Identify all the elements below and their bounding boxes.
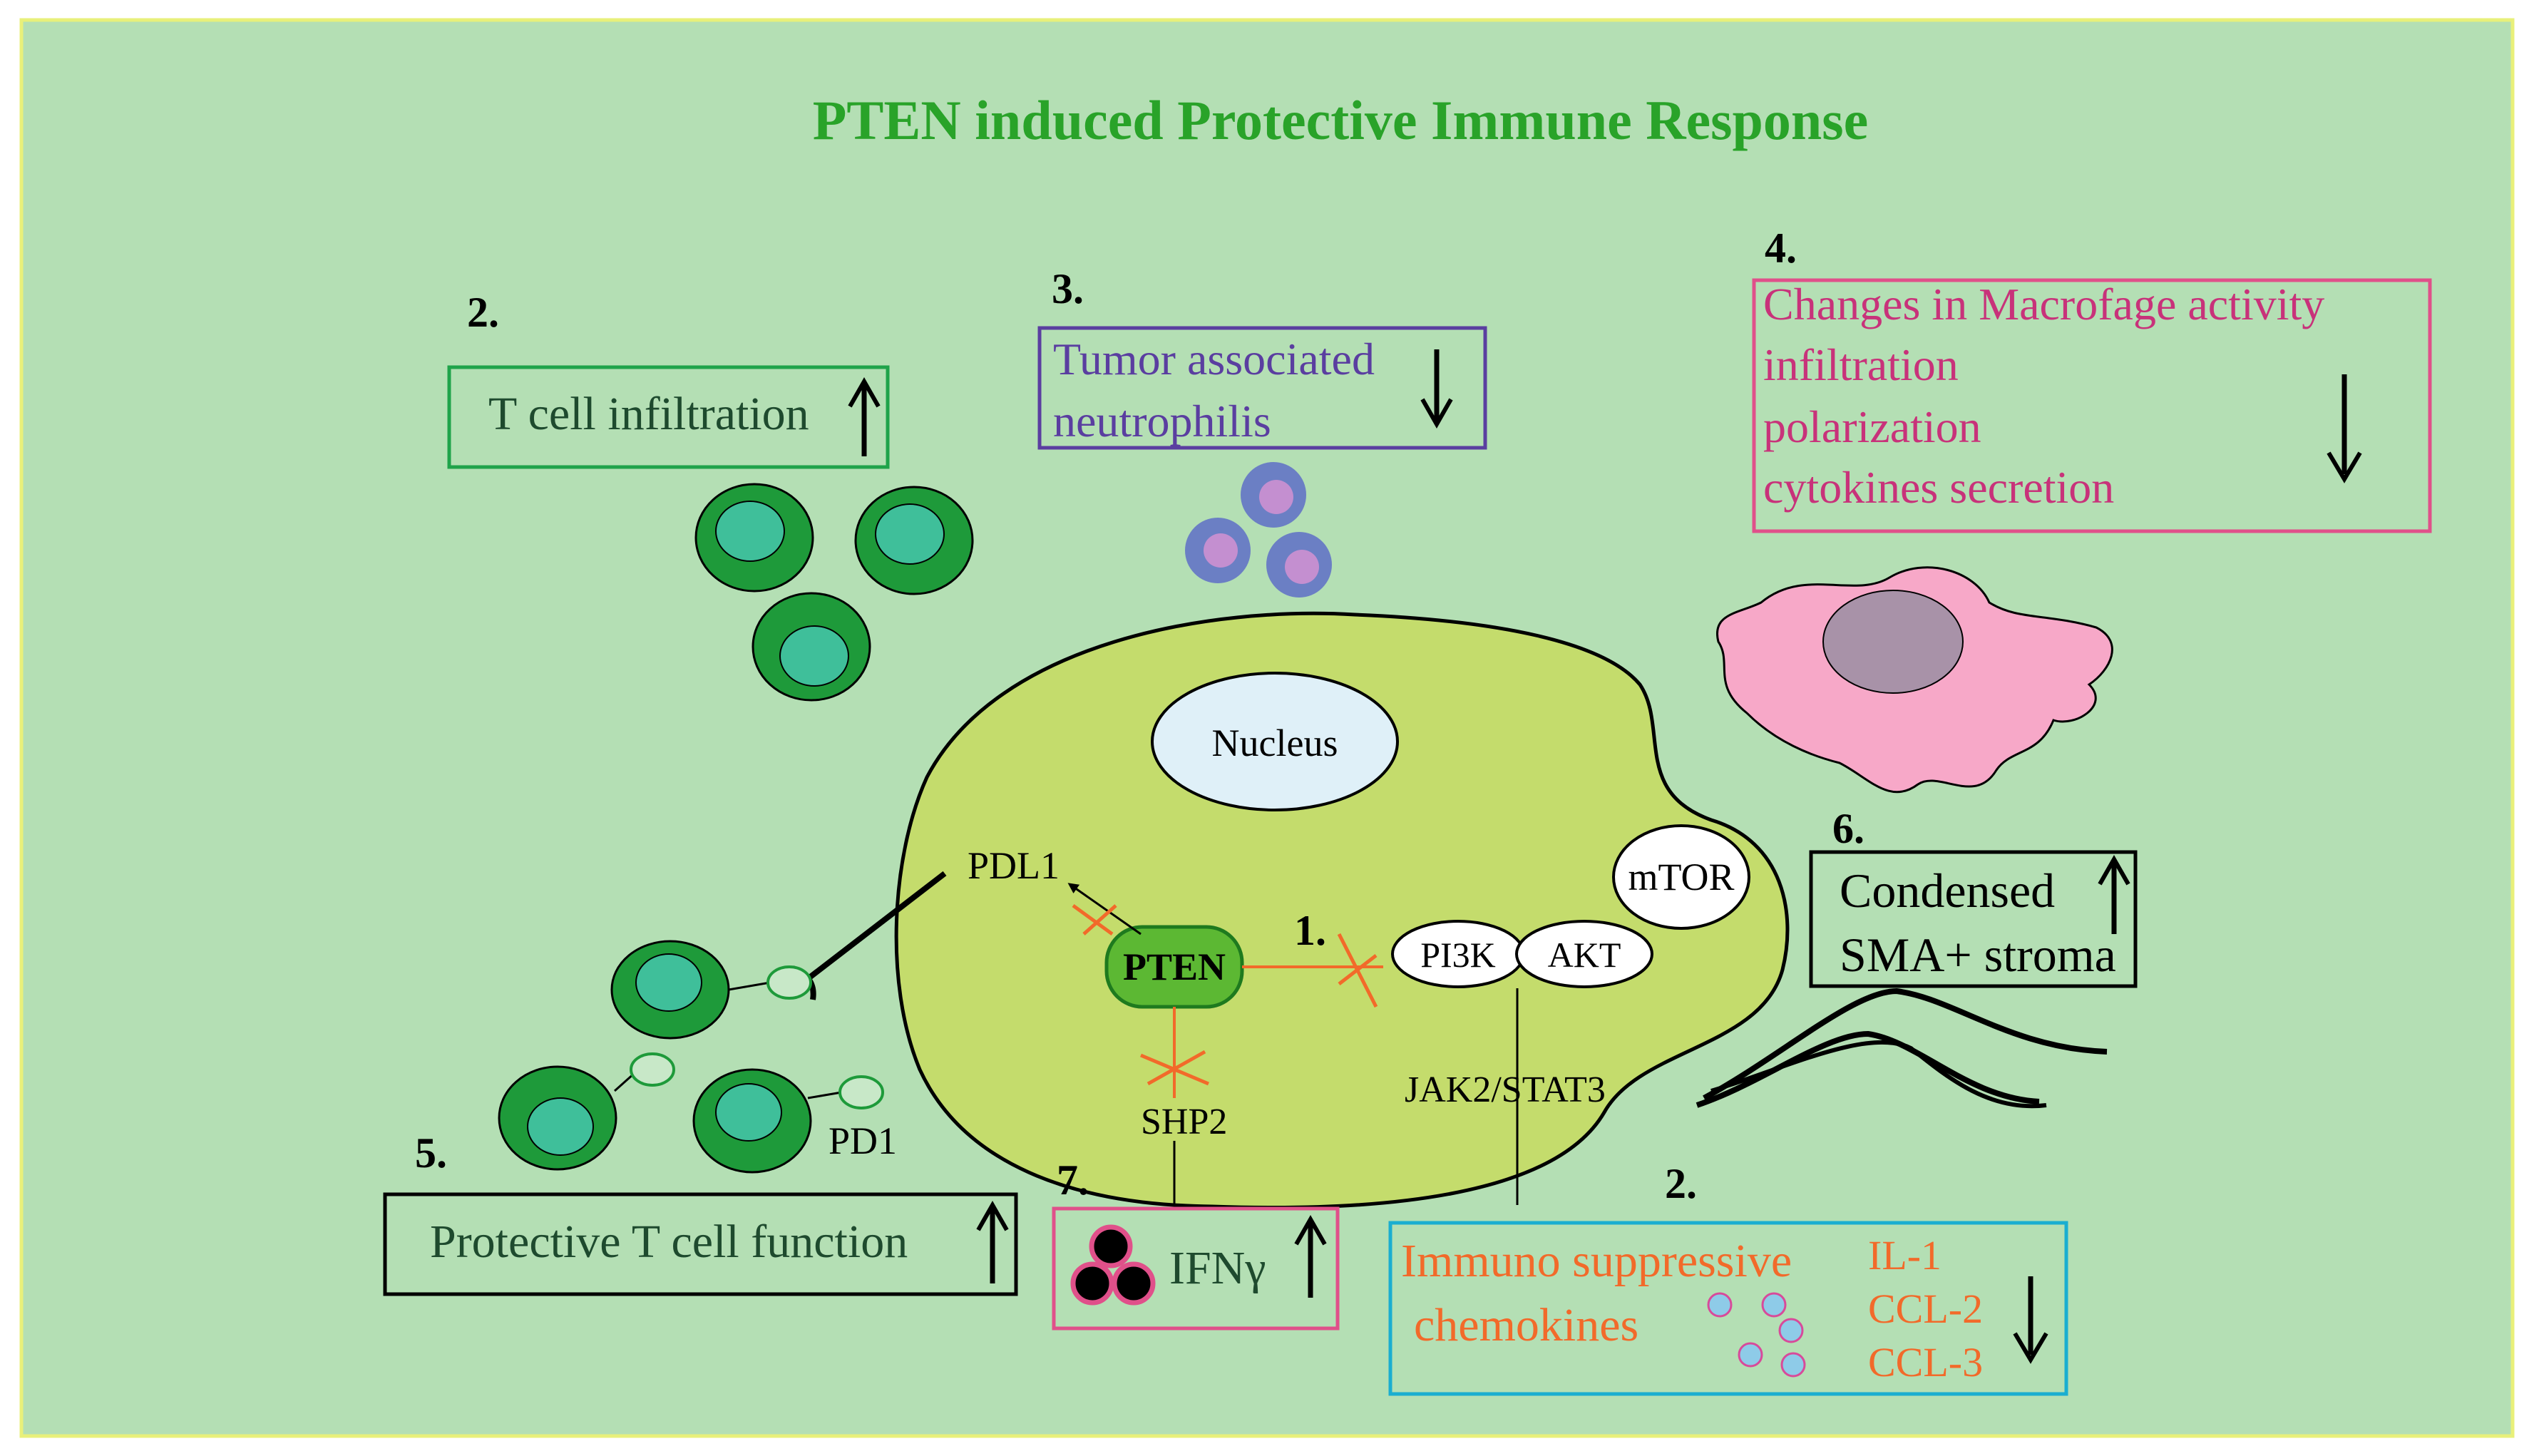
neutrophil [1241,462,1306,528]
stroma-fiber [1696,1030,2040,1108]
step-number-6: 6. [1832,805,1864,852]
inhibit-mark-shp2-b [1147,1050,1206,1086]
t-cell [498,1065,617,1171]
neutrophil-text-line-1: Tumor associated [1053,334,1375,384]
step-number-3: 3. [1052,265,1084,312]
chemokine-box [1388,1221,2068,1396]
inhibit-mark-pi3k-b [1338,954,1378,985]
step-number-7: 7. [1057,1157,1089,1204]
cytokine-ccl3: CCL-3 [1868,1339,1983,1385]
neutrophil [1266,532,1332,598]
stroma-fiber [1703,988,2108,1101]
stroma-fiber [1710,1040,2047,1109]
pten-label: PTEN [1123,945,1226,988]
inhibit-mark-pdl1-a [1072,903,1114,936]
pten-pdl1-arrow [1067,883,1142,935]
ifn-box [1052,1206,1340,1331]
ifn-text: IFNγ [1169,1242,1266,1294]
mtor-node [1612,824,1750,930]
neutrophil-box [1037,326,1487,450]
t-cell [752,592,871,702]
stroma-text-line-1: Condensed [1840,863,2055,918]
macrophage-text-line-4: cytokines secretion [1763,462,2114,513]
mtor-label: mTOR [1628,856,1734,898]
pd1-label: PD1 [829,1119,897,1162]
inhibit-mark-pdl1-b [1082,904,1117,935]
akt-node [1515,920,1653,988]
macrophage-text-line-3: polarization [1763,401,1981,452]
macrophage-nucleus [1822,590,1964,694]
neutrophil [1185,518,1251,583]
akt-label: AKT [1548,935,1621,975]
jak2-stat3-label: JAK2/STAT3 [1405,1070,1606,1110]
macrophage-box [1752,278,2432,533]
t-cell [610,940,730,1040]
chemokine-dot [1761,1292,1787,1318]
cytokine-il1: IL-1 [1868,1232,1941,1278]
ifn-granule [1112,1261,1156,1306]
pd1-tether [807,1091,842,1099]
macrophage-text-line-2: infiltration [1763,339,1959,390]
chemokine-dot [1707,1292,1733,1318]
protective-t-cell-text: Protective T cell function [430,1216,908,1268]
t-cell [694,483,814,593]
step-number-5: 5. [415,1129,447,1176]
neutrophil-text-line-2: neutrophilis [1053,396,1271,446]
stroma-text-line-2: SMA+ stroma [1840,928,2116,982]
t-cell [692,1068,812,1174]
down-arrow-icon [1420,349,1453,429]
nucleus-label: Nucleus [1212,722,1338,764]
pd1-receptor [766,965,812,1000]
tumor-cell [894,611,1790,1210]
ifn-granule [1089,1224,1133,1268]
step-number-2-top: 2. [467,289,499,336]
down-arrow-icon [2013,1276,2048,1364]
up-arrow-icon [848,376,881,456]
up-arrow-icon [976,1200,1009,1283]
protective-t-cell-box [383,1192,1018,1296]
diagram-title: PTEN induced Protective Immune Response [813,89,1869,151]
t-cell [854,486,974,595]
step-number-4: 4. [1765,225,1797,272]
down-arrow-icon [2327,374,2362,483]
pd1-tether [728,981,771,991]
pi3k-label: PI3K [1420,935,1496,975]
step-number-1: 1. [1294,907,1326,954]
chemokine-dot [1780,1352,1806,1378]
t-cell-infiltration-text: T cell infiltration [488,388,809,440]
up-arrow-icon [1294,1214,1327,1298]
stroma-box [1809,850,2138,988]
t-cell-infiltration-box [447,365,890,469]
nucleus [1151,672,1399,811]
step-number-2-bottom: 2. [1665,1160,1697,1207]
pd1-receptor [630,1052,675,1087]
chemokine-text-line-1: Immuno suppressive [1401,1235,1792,1287]
ifn-granule [1070,1261,1114,1306]
chemokine-text-line-2: chemokines [1414,1299,1638,1351]
pdl1-label: PDL1 [968,844,1060,887]
up-arrow-icon [2098,854,2130,934]
chemokine-dot [1778,1318,1804,1343]
shp2-label: SHP2 [1141,1102,1227,1142]
pd1-receptor [838,1075,884,1109]
cytokine-ccl2: CCL-2 [1868,1286,1983,1332]
pdl1-block-line [804,871,947,983]
chemokine-dot [1738,1342,1763,1368]
macrophage-text-line-1: Changes in Macrofage activity [1763,279,2324,329]
